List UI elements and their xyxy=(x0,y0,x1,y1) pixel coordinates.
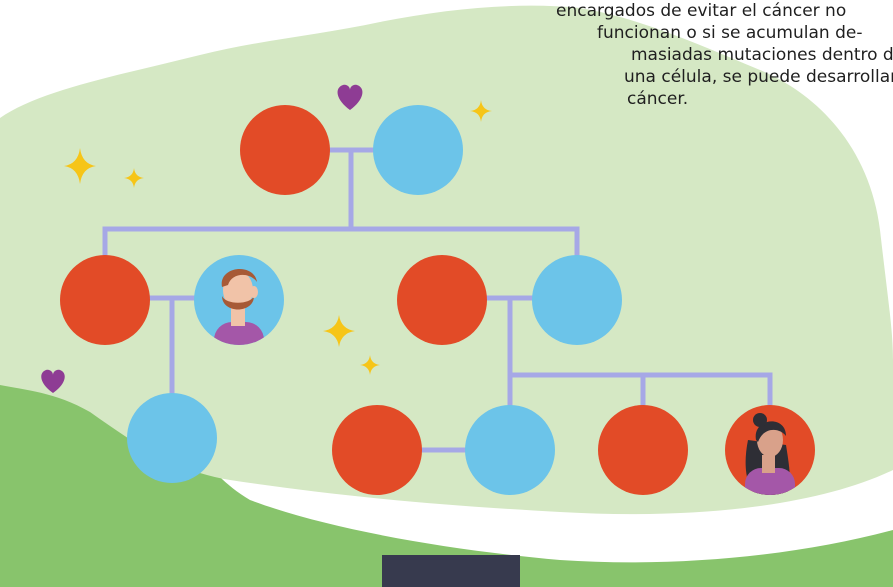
child-red-circle-3 xyxy=(598,405,688,495)
tree-connectors xyxy=(102,147,773,453)
heart-icon xyxy=(337,84,363,110)
man-avatar xyxy=(194,255,284,345)
parent-blue-circle-right xyxy=(532,255,622,345)
caption-line: masiadas mutaciones dentro de xyxy=(631,45,893,65)
sparkle-icon xyxy=(470,100,492,122)
child-blue-circle-left xyxy=(127,393,217,483)
caption-line: encargados de evitar el cáncer no xyxy=(556,1,847,21)
sparkle-icon xyxy=(64,148,96,184)
tree-trunk xyxy=(382,555,520,587)
grandparent-blue-circle xyxy=(373,105,463,195)
sparkle-icon xyxy=(360,355,380,375)
child-blue-circle-2 xyxy=(465,405,555,495)
caption-line: cáncer. xyxy=(627,89,689,109)
sparkle-icon xyxy=(323,315,355,347)
caption-line: funcionan o si se acumulan de- xyxy=(597,23,863,43)
ground-band xyxy=(0,371,893,587)
child-red-circle-1 xyxy=(332,405,422,495)
caption-text: encargados de evitar el cáncer no funcio… xyxy=(556,0,893,110)
parent-red-circle-right xyxy=(397,255,487,345)
parent-red-circle-left xyxy=(60,255,150,345)
heart-icon xyxy=(41,369,65,393)
woman-avatar xyxy=(725,405,815,495)
grandparent-red-circle xyxy=(240,105,330,195)
sparkle-icon xyxy=(124,168,144,188)
caption-line: una célula, se puede desarrollar xyxy=(624,67,893,87)
